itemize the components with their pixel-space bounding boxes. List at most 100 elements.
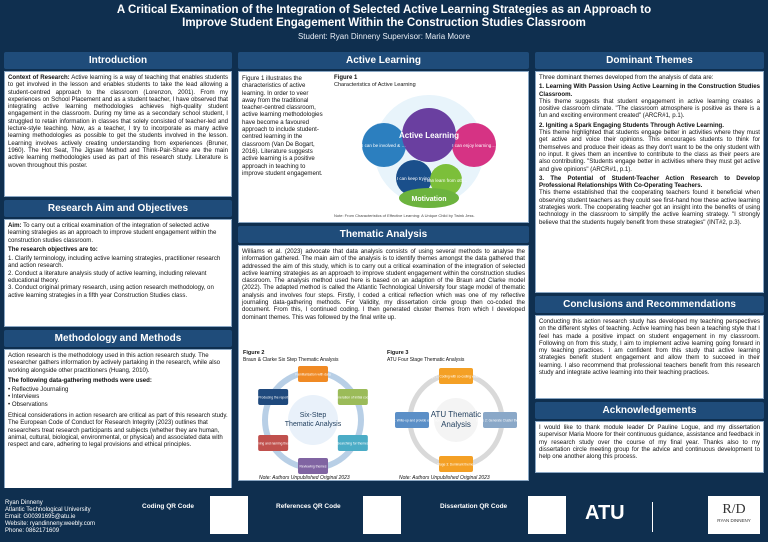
contact-uni: Atlantic Technological University: [5, 507, 91, 513]
personal-logo-mark: R/D: [722, 502, 746, 517]
fig2-step-box: [337, 434, 368, 451]
center-top-label: Active Learning: [399, 131, 459, 140]
references-qr-label: References QR Code: [276, 503, 341, 510]
dominant-intro: Three dominant themes developed from the…: [539, 74, 714, 81]
center-active-learning: [402, 107, 456, 162]
conclusions-box: Conducting this action research study ha…: [535, 315, 764, 399]
fig3-step-label: Stage 2: Generate Cluster themes: [476, 418, 525, 422]
fig2-step-box: [298, 457, 328, 474]
fig2-label: Figure 2: [243, 350, 265, 356]
cycle-center: [434, 397, 478, 442]
methods-list-item: Reflective Journaling: [8, 386, 228, 393]
fig2-note: Note: Authors Unpublished Original 2023: [259, 475, 350, 481]
theme-1-title: 1. Learning With Passion Using Active Le…: [539, 83, 760, 98]
theme-2-text: This theme highlighted that students eng…: [539, 129, 760, 173]
fig3-label: Figure 3: [387, 350, 409, 356]
thematic-box: Williams et al. (2023) advocate that dat…: [238, 245, 529, 481]
objective-item: 1. Clarify terminology, including active…: [8, 255, 221, 270]
methods-list-heading: The following data-gathering methods wer…: [8, 376, 152, 384]
aim-box: Aim: To carry out a critical examination…: [4, 219, 232, 327]
contact-email[interactable]: Email: G00391695@atu.ie: [5, 514, 76, 520]
fig2-step-label: Producing the report: [258, 395, 288, 399]
dissertation-qr-code[interactable]: [528, 496, 566, 534]
petal-label: I can keep trying.: [397, 176, 431, 181]
fig3-step-label: Stage 4: Write-up and provide evidence: [387, 418, 440, 422]
poster-footer: Ryan Dinneny Atlantic Technological Univ…: [0, 488, 768, 542]
fig1-label: Figure 1: [334, 75, 358, 81]
coding-qr-code[interactable]: [210, 496, 248, 534]
objective-item: 3. Conduct original primary research, us…: [8, 284, 214, 299]
fig3-center-label: Analysis: [441, 420, 471, 429]
ack-text: I would like to thank module leader Dr P…: [539, 424, 760, 461]
fig1-note: Note: From Characteristics of Effective …: [334, 212, 475, 218]
aim-text: To carry out a critical examination of t…: [8, 222, 217, 244]
fig2-title: Braun & Clarke Six Step Thematic Analysi…: [243, 357, 339, 364]
methods-heading: Methodology and Methods: [4, 330, 232, 347]
methods-list: Reflective Journaling Interviews Observa…: [8, 386, 228, 408]
thematic-heading: Thematic Analysis: [238, 226, 529, 243]
fig2-step-box: [258, 388, 289, 405]
intro-heading: Introduction: [4, 52, 232, 69]
fig2-center-label: Six-Step: [300, 412, 327, 419]
right-column: Dominant Themes Three dominant themes de…: [535, 52, 764, 473]
fig3-step-box: [483, 411, 517, 428]
fig3-step-box: [395, 411, 429, 428]
petal-keep-trying: [396, 159, 432, 196]
ack-box: I would like to thank module leader Dr P…: [535, 421, 764, 473]
poster-authors: Student: Ryan Dinneny Supervisor: Maria …: [297, 32, 471, 41]
fig2-step-box: [298, 365, 328, 382]
fig2-step-box: [337, 388, 368, 405]
objectives-heading: The research objectives are to:: [8, 245, 98, 253]
fig2-center-label: Thematic Analysis: [285, 421, 342, 428]
poster-header: A Critical Examination of the Integratio…: [0, 0, 768, 48]
methods-list-item: Interviews: [8, 393, 228, 400]
references-qr-code[interactable]: [363, 496, 401, 534]
fig2-step-box: [258, 434, 289, 451]
left-column: Introduction Context of Research: Active…: [4, 52, 232, 489]
active-text: Figure 1 illustrates the characteristics…: [242, 75, 323, 177]
atu-logo: ATU: [585, 502, 625, 524]
fig3-step-label: Stage 1: Coding with co-coding validatio…: [427, 374, 486, 378]
personal-logo-text: RYAN DINNENY: [717, 518, 751, 523]
contact-website[interactable]: Website: ryandinneny.weebly.com: [5, 521, 96, 527]
theme-3-text: This theme established that the cooperat…: [539, 189, 760, 226]
active-box: Figure 1 illustrates the characteristics…: [238, 71, 529, 223]
center-bottom-label: Motivation: [412, 196, 447, 203]
figure-1: Figure 1 Characteristics of Active Learn…: [334, 75, 524, 221]
methods-list-item: Observations: [8, 401, 228, 408]
aim-label: Aim:: [8, 222, 22, 229]
fig3-step-box: [439, 455, 473, 472]
contact-phone: Phone: 0862171609: [5, 528, 60, 534]
petal-enjoy: [452, 122, 496, 167]
active-learning-diagram: Active Learning Motivation I can be invo…: [362, 94, 496, 208]
fig3-note: Note: Authors Unpublished Original 2023: [399, 475, 490, 481]
methods-box: Action research is the methodology used …: [4, 349, 232, 489]
coding-qr-label: Coding QR Code: [142, 503, 194, 510]
fig3-title: ATU Four Stage Thematic Analysis: [387, 357, 465, 364]
cycle-center: [288, 394, 338, 445]
intro-label: Context of Research:: [8, 74, 70, 81]
petal-learn-others: [430, 163, 462, 196]
objective-item: 2. Conduct a literature analysis study o…: [8, 269, 207, 285]
conclusions-heading: Conclusions and Recommendations: [535, 296, 764, 313]
figure-3: Figure 3 ATU Four Stage Thematic Analysi…: [384, 350, 525, 477]
fig1-title: Characteristics of Active Learning: [334, 82, 416, 89]
dominant-box: Three dominant themes developed from the…: [535, 71, 764, 293]
ack-heading: Acknowledgements: [535, 402, 764, 419]
dominant-heading: Dominant Themes: [535, 52, 764, 69]
petal-involved: [362, 122, 406, 167]
theme-2-title: 2. Igniting a Spark Engaging Students Th…: [539, 121, 724, 129]
theme-1-text: This theme suggests that student engagem…: [539, 97, 760, 120]
methods-ethics: Ethical considerations in action researc…: [8, 412, 228, 449]
fig3-step-box: [439, 367, 473, 384]
aim-heading: Research Aim and Objectives: [4, 200, 232, 217]
fig3-center-label: ATU Thematic: [431, 410, 481, 419]
middle-column: Active Learning Figure 1 illustrates the…: [238, 52, 529, 481]
fig2-step-label: Generation of initial codes: [334, 395, 372, 399]
theme-3-title: 3. The Potential of Student-Teacher Acti…: [539, 174, 760, 190]
active-heading: Active Learning: [238, 52, 529, 69]
fig2-step-label: Familiarisation with data: [295, 372, 331, 376]
six-step-diagram: Six-Step Thematic Analysis Familiarisati…: [252, 365, 372, 474]
intro-text: Active learning is a way of teaching tha…: [8, 74, 229, 169]
intro-box: Context of Research: Active learning is …: [4, 71, 232, 197]
